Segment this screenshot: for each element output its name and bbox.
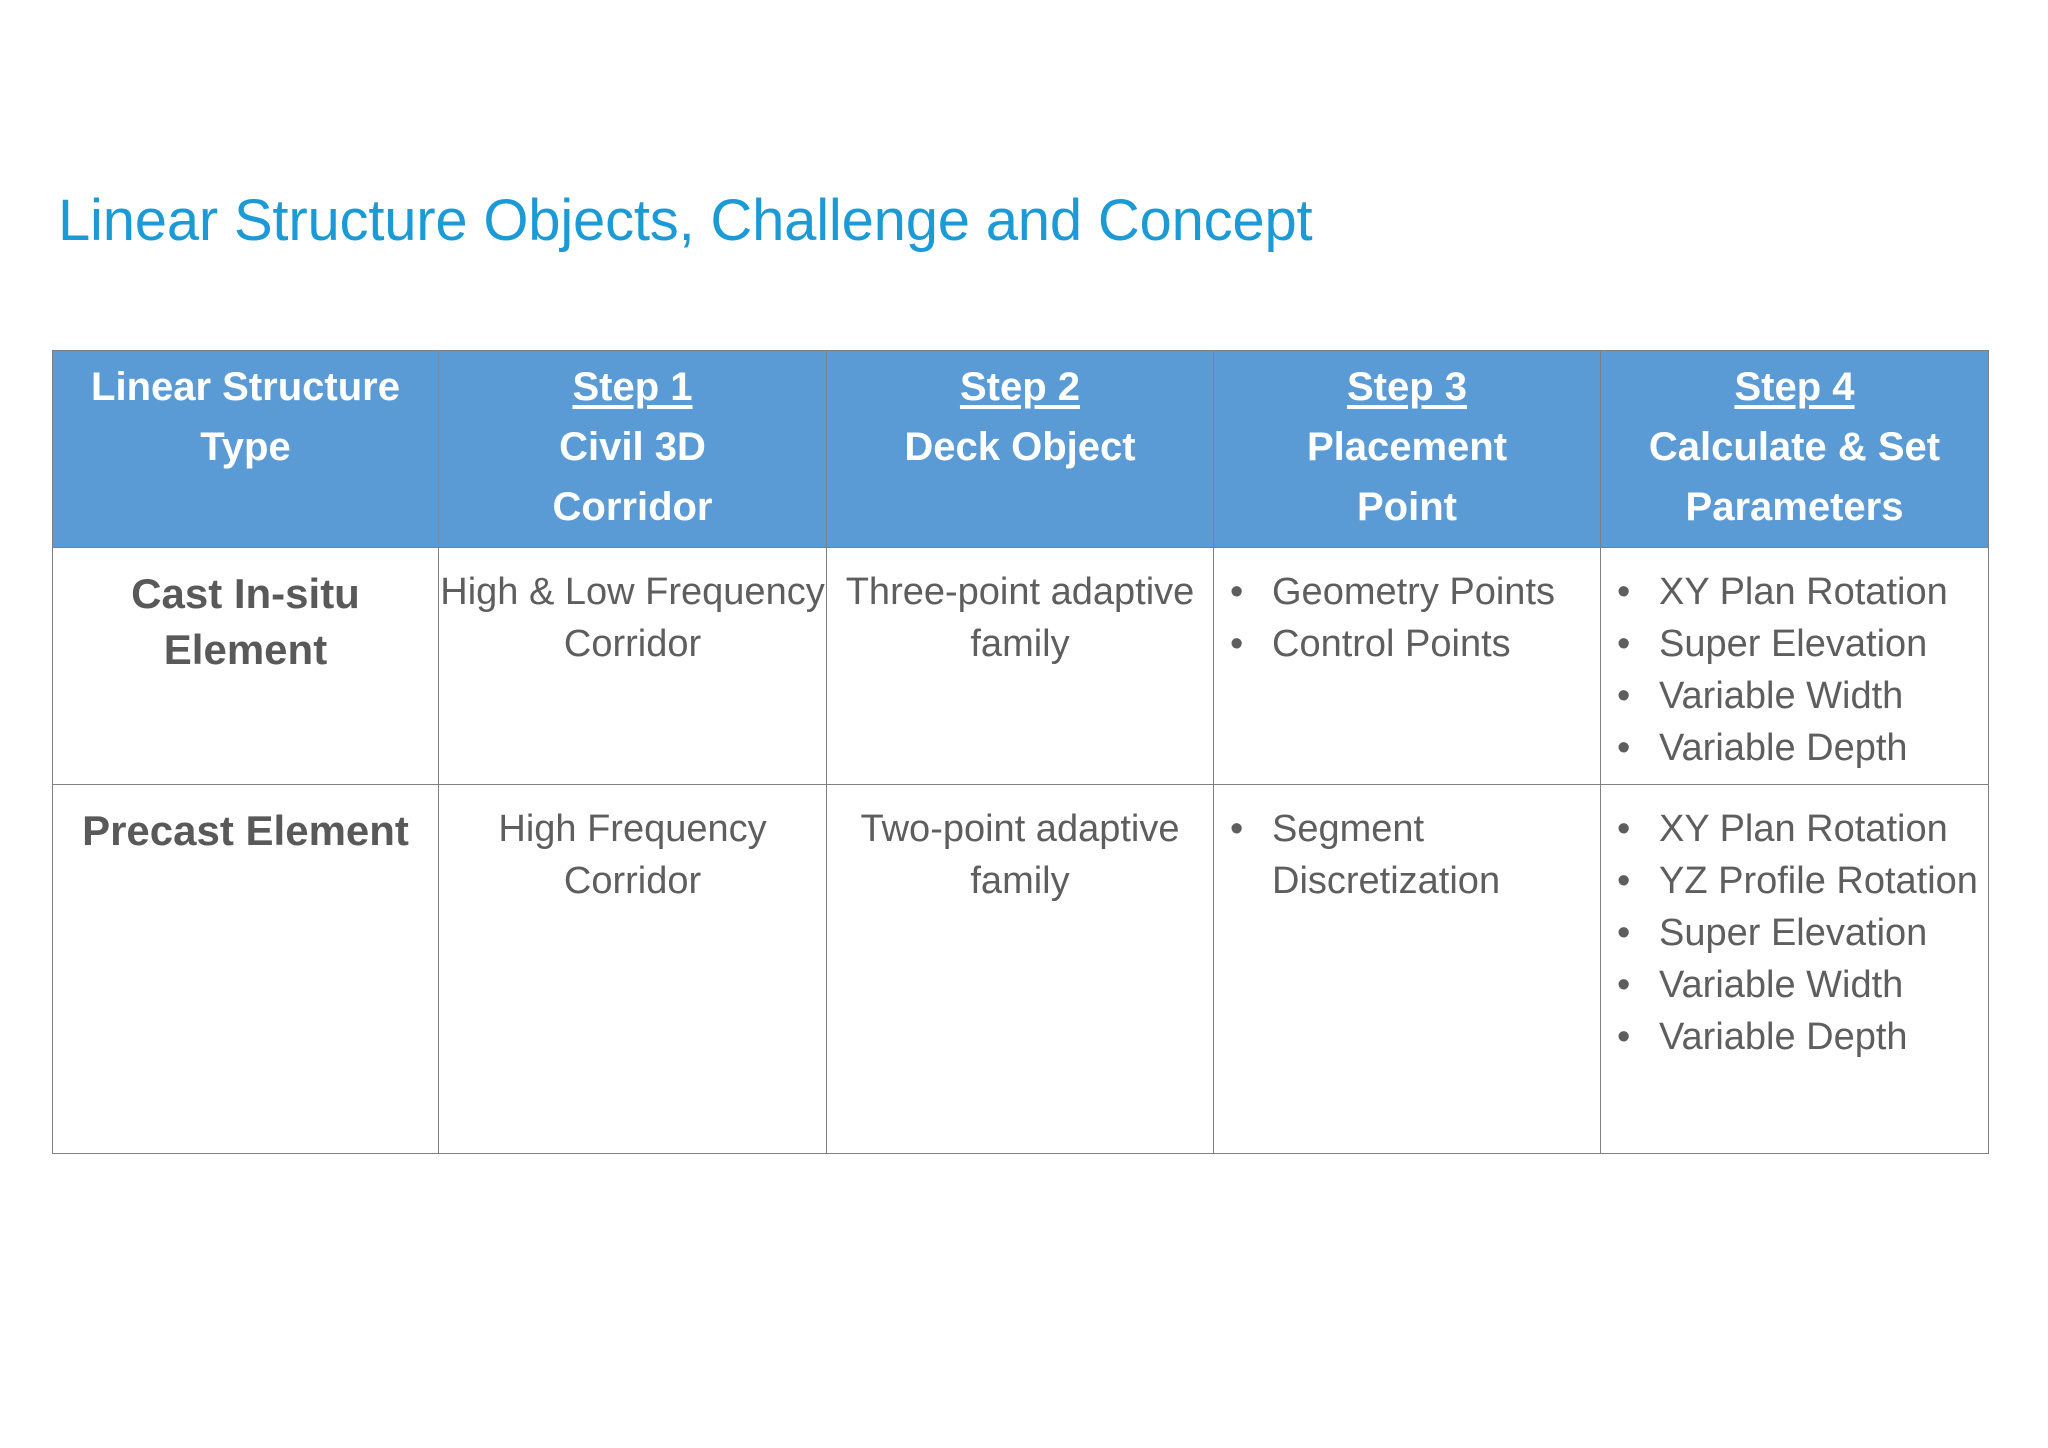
list-item-label: Variable Width xyxy=(1659,964,1904,1006)
list-item: • Variable Width xyxy=(1601,670,1988,722)
column-header-line1: Civil 3D xyxy=(559,425,706,469)
list-item-label: XY Plan Rotation xyxy=(1659,571,1948,613)
list-item: • Variable Depth xyxy=(1601,722,1988,774)
list-item: • Super Elevation xyxy=(1601,907,1988,959)
column-header-line2: Parameters xyxy=(1685,485,1904,529)
bullet-icon: • xyxy=(1617,808,1631,850)
list-item-label: Variable Depth xyxy=(1659,1016,1908,1058)
step3-bullet-list: • Segment Discretization xyxy=(1214,785,1600,907)
cell-step-2: Three-point adaptive family xyxy=(826,547,1214,785)
list-item-label: XY Plan Rotation xyxy=(1659,808,1948,850)
column-header-line1: Placement xyxy=(1306,425,1508,469)
bullet-icon: • xyxy=(1617,912,1631,954)
step1-value: High Frequency Corridor xyxy=(498,808,767,902)
column-header-step-1: Step 1 Civil 3D Corridor xyxy=(438,350,827,548)
bullet-icon: • xyxy=(1617,964,1631,1006)
bullet-icon: • xyxy=(1617,727,1631,769)
step2-value: Three-point adaptive family xyxy=(845,571,1195,665)
column-header-line1: Linear Structure xyxy=(91,365,400,409)
list-item: • Variable Depth xyxy=(1601,1011,1988,1063)
cell-structure-type: Cast In-situ Element xyxy=(52,547,439,785)
table-row: Precast Element High Frequency Corridor … xyxy=(52,784,1989,1154)
column-header-line1: Calculate & Set xyxy=(1648,425,1941,469)
cell-step-1: High & Low Frequency Corridor xyxy=(438,547,827,785)
list-item: • YZ Profile Rotation xyxy=(1601,855,1988,907)
list-item: • Super Elevation xyxy=(1601,618,1988,670)
list-item-label: Control Points xyxy=(1272,623,1511,665)
cell-step-3: • Geometry Points • Control Points xyxy=(1213,547,1601,785)
step2-value: Two-point adaptive family xyxy=(860,808,1180,902)
bullet-icon: • xyxy=(1230,808,1244,850)
column-header-step-4: Step 4 Calculate & Set Parameters xyxy=(1600,350,1989,548)
list-item: • Segment Discretization xyxy=(1214,803,1600,907)
list-item: • XY Plan Rotation xyxy=(1601,803,1988,855)
bullet-icon: • xyxy=(1617,571,1631,613)
bullet-icon: • xyxy=(1230,571,1244,613)
step4-bullet-list: • XY Plan Rotation • YZ Profile Rotation… xyxy=(1601,785,1988,1063)
bullet-icon: • xyxy=(1230,623,1244,665)
cell-step-3: • Segment Discretization xyxy=(1213,784,1601,1154)
cell-structure-type: Precast Element xyxy=(52,784,439,1154)
cell-step-4: • XY Plan Rotation • YZ Profile Rotation… xyxy=(1600,784,1989,1154)
list-item-label: YZ Profile Rotation xyxy=(1659,860,1978,902)
column-header-line2: Type xyxy=(200,425,291,469)
column-header-step-label: Step 4 xyxy=(1734,365,1855,409)
step4-bullet-list: • XY Plan Rotation • Super Elevation • V… xyxy=(1601,548,1988,774)
list-item-label: Variable Depth xyxy=(1659,727,1908,769)
column-header-linear-structure-type: Linear Structure Type xyxy=(52,350,439,548)
list-item: • Control Points xyxy=(1214,618,1600,670)
column-header-step-label: Step 1 xyxy=(572,365,693,409)
structure-type-label: Precast Element xyxy=(82,807,409,854)
column-header-step-3: Step 3 Placement Point xyxy=(1213,350,1601,548)
step1-value: High & Low Frequency Corridor xyxy=(440,571,825,665)
cell-step-1: High Frequency Corridor xyxy=(438,784,827,1154)
structure-type-label: Cast In-situ Element xyxy=(131,570,360,673)
bullet-icon: • xyxy=(1617,675,1631,717)
list-item: • XY Plan Rotation xyxy=(1601,566,1988,618)
column-header-line2: Corridor xyxy=(552,485,713,529)
column-header-step-label: Step 2 xyxy=(959,365,1081,409)
column-header-line1: Deck Object xyxy=(904,425,1136,469)
list-item: • Variable Width xyxy=(1601,959,1988,1011)
list-item-label: Geometry Points xyxy=(1272,571,1555,613)
list-item: • Geometry Points xyxy=(1214,566,1600,618)
column-header-line2: Point xyxy=(1357,485,1457,529)
table-header-row: Linear Structure Type Step 1 Civil 3D Co… xyxy=(52,350,1989,548)
column-header-step-label: Step 3 xyxy=(1346,365,1468,409)
list-item-label: Super Elevation xyxy=(1659,912,1928,954)
list-item-label: Super Elevation xyxy=(1659,623,1928,665)
table-row: Cast In-situ Element High & Low Frequenc… xyxy=(52,547,1989,785)
bullet-icon: • xyxy=(1617,623,1631,665)
cell-step-4: • XY Plan Rotation • Super Elevation • V… xyxy=(1600,547,1989,785)
bullet-icon: • xyxy=(1617,1016,1631,1058)
step3-bullet-list: • Geometry Points • Control Points xyxy=(1214,548,1600,670)
list-item-label: Segment Discretization xyxy=(1272,808,1501,902)
page-title: Linear Structure Objects, Challenge and … xyxy=(58,188,1313,253)
column-header-step-2: Step 2 Deck Object xyxy=(826,350,1214,548)
cell-step-2: Two-point adaptive family xyxy=(826,784,1214,1154)
bullet-icon: • xyxy=(1617,860,1631,902)
list-item-label: Variable Width xyxy=(1659,675,1904,717)
linear-structure-matrix-table: Linear Structure Type Step 1 Civil 3D Co… xyxy=(52,350,1989,1154)
